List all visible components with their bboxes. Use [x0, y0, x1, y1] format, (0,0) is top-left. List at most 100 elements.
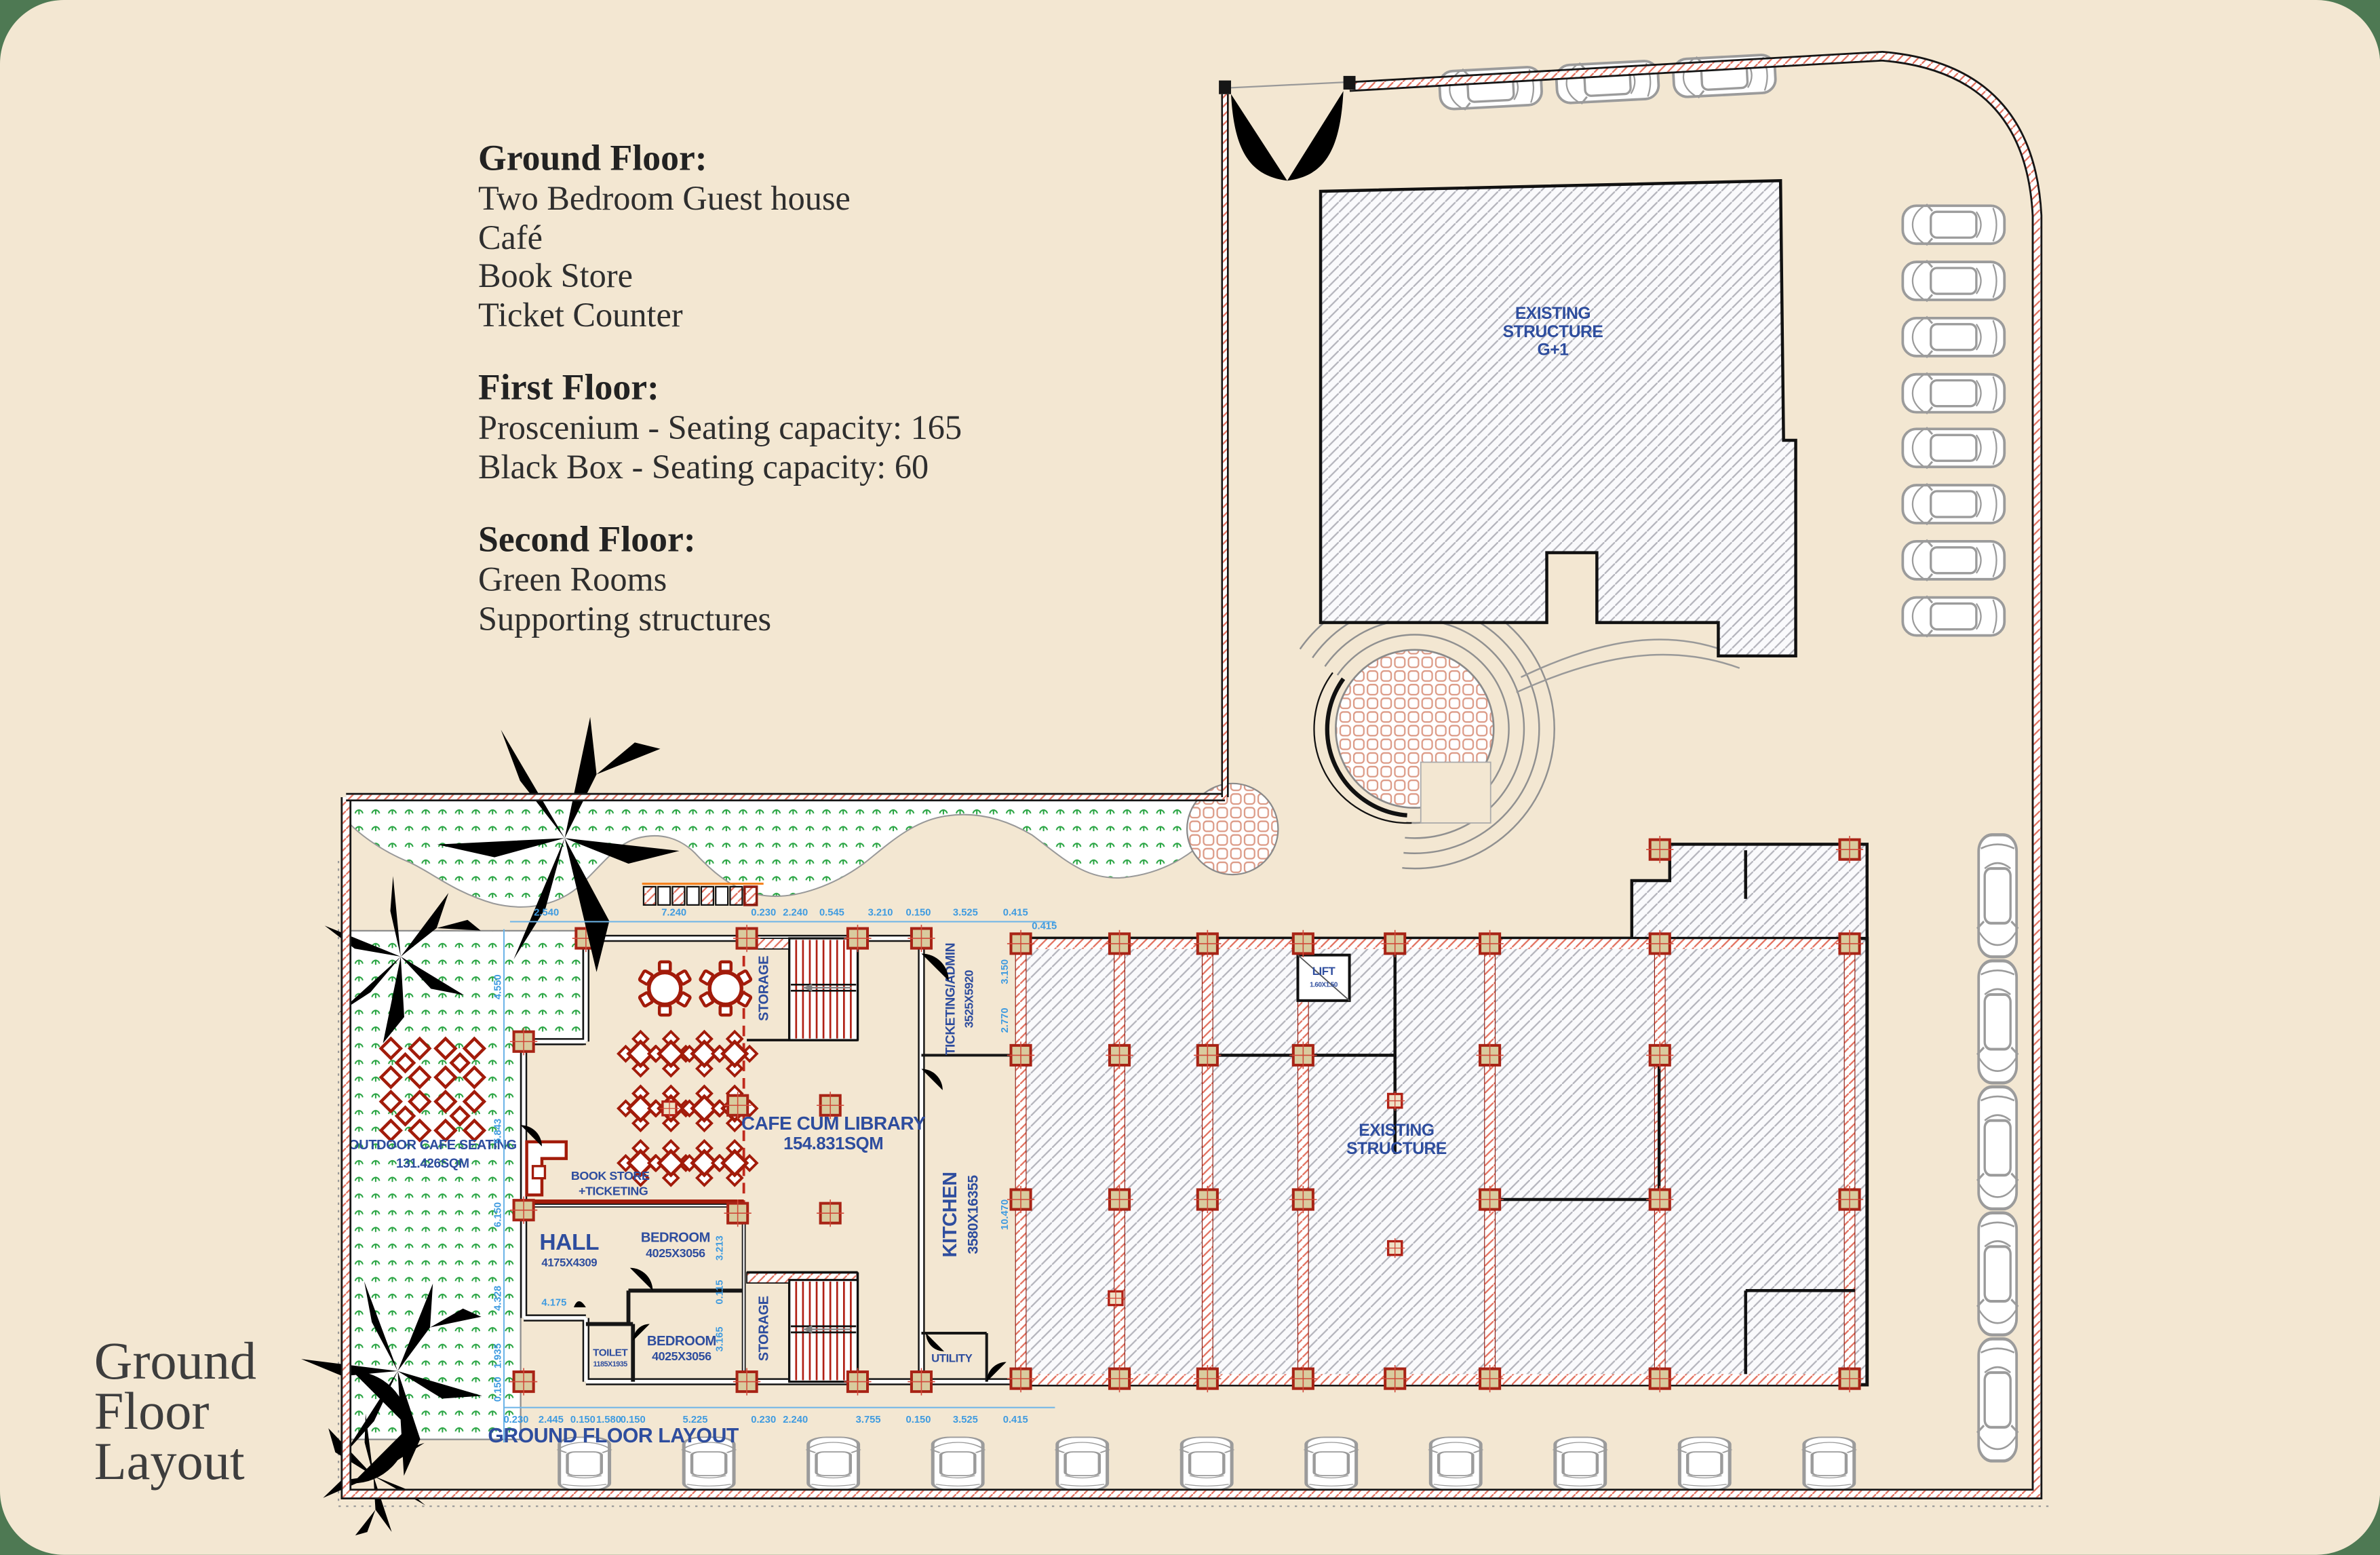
car: [1977, 1213, 2018, 1335]
svg-text:0.230: 0.230: [751, 908, 776, 919]
existing-structure-lower: LIFT 1.60X1.50 EXISTING STRUCTURE: [1015, 843, 1871, 1387]
bookstore-label: BOOK STORE: [571, 1169, 650, 1183]
car: [1901, 315, 2006, 359]
bookstore-label: +TICKETING: [579, 1184, 648, 1197]
storage-bottom: STORAGE: [746, 1271, 859, 1383]
svg-text:1.935: 1.935: [493, 1343, 504, 1368]
plaza-seat-wall-outer: [1313, 672, 1412, 824]
svg-text:3.755: 3.755: [856, 1415, 881, 1425]
lift-size: 1.60X1.50: [1310, 982, 1338, 989]
svg-text:0.415: 0.415: [1003, 1415, 1028, 1425]
car: [1977, 961, 2018, 1083]
ticketing-size: 3525X5920: [962, 970, 976, 1028]
existing-label: STRUCTURE: [1346, 1140, 1447, 1158]
storage-bottom-label: STORAGE: [756, 1296, 771, 1361]
new-building-block: STORAGE STORAGE CAFE: [520, 934, 1020, 1385]
lift: LIFT 1.60X1.50: [1296, 953, 1351, 1002]
toilet-label: TOILET: [593, 1347, 628, 1359]
svg-text:5.225: 5.225: [683, 1415, 708, 1425]
svg-text:2.240: 2.240: [783, 908, 808, 919]
car: [1802, 1437, 1856, 1490]
gate-post: [1219, 80, 1232, 94]
section-heading: Ground Floor:: [477, 139, 707, 180]
existing-label: EXISTING: [1359, 1121, 1434, 1140]
car: [1977, 834, 2018, 957]
car: [1179, 1437, 1234, 1490]
existing-g1-label: EXISTING: [1515, 305, 1591, 323]
car: [1901, 594, 2006, 638]
svg-text:0.415: 0.415: [1003, 908, 1028, 919]
svg-text:0.150: 0.150: [621, 1415, 646, 1425]
cafe-tables: [619, 962, 757, 1185]
side-entry-doors: [349, 1014, 409, 1484]
car: [806, 1437, 861, 1490]
paver-walkway: [642, 882, 764, 906]
ticketing-label: TICKETING/ADMIN: [944, 943, 958, 1055]
page-title-line: Layout: [94, 1432, 245, 1491]
wall-band: [1026, 1374, 1861, 1385]
round-table: [700, 962, 752, 1015]
counter-wall: [534, 1199, 744, 1206]
car: [1901, 538, 2006, 582]
svg-text:4.550: 4.550: [493, 974, 504, 999]
car: [1901, 482, 2006, 526]
car: [1901, 258, 2006, 303]
staircase-top: [788, 937, 859, 1041]
staircase-bottom: [788, 1279, 859, 1383]
wall-band: [1026, 939, 1861, 949]
section-item: Ticket Counter: [477, 295, 683, 334]
svg-text:10.470: 10.470: [1000, 1199, 1011, 1230]
car: [1977, 1087, 2018, 1209]
svg-text:2.240: 2.240: [783, 1415, 808, 1425]
svg-text:4.175: 4.175: [541, 1298, 566, 1309]
section-item: Black Box - Seating capacity: 60: [477, 447, 929, 486]
guest-house: HALL 4175X4309 BEDROOM 4025X3056 BEDROOM…: [520, 1199, 746, 1382]
gate-doors: [1231, 91, 1344, 181]
svg-text:3.210: 3.210: [868, 908, 893, 919]
bedroom-a-size: 4025X3056: [646, 1246, 705, 1260]
storage-top-label: STORAGE: [756, 956, 771, 1021]
section-item: Proscenium - Seating capacity: 165: [477, 408, 962, 446]
section-heading: First Floor:: [477, 368, 659, 409]
car: [931, 1437, 985, 1490]
existing-g1-label: G+1: [1538, 341, 1569, 360]
svg-text:2.445: 2.445: [539, 1415, 564, 1425]
plan-caption: GROUND FLOOR LAYOUT: [488, 1425, 739, 1447]
plaza-notch: [1420, 761, 1491, 824]
bookstore-counter: BOOK STORE +TICKETING: [525, 1140, 650, 1197]
hall-label: HALL: [539, 1230, 599, 1255]
section-item: Two Bedroom Guest house: [477, 179, 851, 218]
bedroom-a-label: BEDROOM: [641, 1231, 710, 1246]
svg-text:2.770: 2.770: [1000, 1007, 1011, 1033]
curved-walkway: [1516, 638, 1740, 693]
round-table: [639, 962, 690, 1015]
small-cobble-circle: [1186, 782, 1279, 876]
car: [1304, 1437, 1359, 1490]
plaza-seat-wall: [1325, 677, 1407, 818]
plaza-ring-mask: [1262, 642, 1415, 881]
existing-upper-ext: [1630, 843, 1869, 940]
svg-text:3.150: 3.150: [1000, 959, 1011, 984]
svg-text:0.150: 0.150: [570, 1415, 596, 1425]
car: [1901, 426, 2006, 470]
car: [1977, 1339, 2018, 1461]
svg-text:3.213: 3.213: [714, 1235, 725, 1261]
storage-top: STORAGE: [746, 937, 859, 1041]
car: [1677, 1437, 1732, 1490]
existing-g1-label: STRUCTURE: [1503, 323, 1603, 341]
svg-text:1.580: 1.580: [596, 1415, 621, 1425]
hall-size: 4175X4309: [541, 1256, 597, 1269]
svg-text:0.415: 0.415: [1032, 921, 1057, 932]
gate-post: [1343, 75, 1356, 90]
car: [1055, 1437, 1110, 1490]
info-panel: Ground Floor: Two Bedroom Guest house Ca…: [478, 140, 962, 673]
svg-text:0.230: 0.230: [751, 1415, 776, 1425]
outdoor-cafe-area: OUTDOOR CAFE SEATING 131.426SQM: [348, 929, 584, 1440]
svg-text:0.230: 0.230: [503, 1415, 528, 1425]
section-item: Café: [477, 218, 543, 256]
section-heading: Second Floor:: [477, 520, 696, 560]
svg-text:0.150: 0.150: [906, 908, 931, 919]
svg-text:4.328: 4.328: [493, 1286, 504, 1311]
kitchen-size: 3580X16355: [964, 1175, 981, 1254]
